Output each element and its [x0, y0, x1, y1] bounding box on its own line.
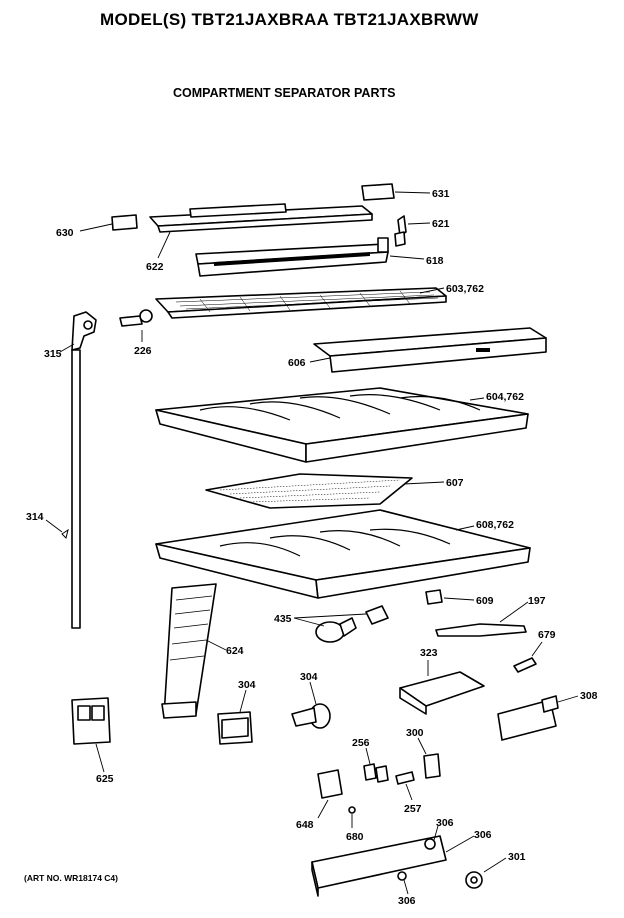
art-number: (ART NO. WR18174 C4): [24, 873, 118, 883]
callout-197: 197: [528, 595, 546, 607]
part-609-switch[interactable]: [425, 589, 475, 605]
part-622-cover[interactable]: [149, 203, 373, 259]
callout-679: 679: [538, 629, 556, 641]
callout-435: 435: [274, 613, 292, 625]
callout-606: 606: [288, 357, 306, 369]
callout-308: 308: [580, 690, 598, 702]
callout-630: 630: [56, 227, 74, 239]
part-680-screw[interactable]: [348, 806, 356, 828]
callout-625: 625: [96, 773, 114, 785]
callout-603: 603,762: [446, 283, 484, 295]
callout-621: 621: [432, 218, 450, 230]
part-314-tube[interactable]: [45, 349, 81, 629]
callout-315: 315: [44, 348, 62, 360]
callout-323: 323: [420, 647, 438, 659]
callout-300: 300: [406, 727, 424, 739]
callout-301: 301: [508, 851, 526, 863]
part-306-mounting-bracket[interactable]: [311, 825, 475, 897]
part-197-heater[interactable]: [435, 601, 529, 637]
callout-304b: 304: [300, 671, 318, 683]
part-301-grommet[interactable]: [465, 857, 507, 889]
part-625-housing[interactable]: [71, 697, 111, 773]
callout-304a: 304: [238, 679, 256, 691]
part-308-bracket[interactable]: [497, 695, 579, 741]
callout-604: 604,762: [486, 391, 524, 403]
part-304-thermostat-left[interactable]: [217, 689, 253, 745]
callout-618: 618: [426, 255, 444, 267]
part-679-screw[interactable]: [513, 641, 543, 673]
section-subtitle: COMPARTMENT SEPARATOR PARTS: [173, 86, 396, 100]
callout-306c: 306: [398, 895, 416, 907]
part-648-switch[interactable]: [317, 769, 343, 819]
callout-314: 314: [26, 511, 44, 523]
part-630-clip[interactable]: [79, 214, 138, 232]
part-624-duct[interactable]: [161, 583, 227, 719]
callout-226: 226: [134, 345, 152, 357]
page-title: MODEL(S) TBT21JAXBRAA TBT21JAXBRWW: [100, 10, 479, 29]
part-606-trim[interactable]: [309, 327, 547, 373]
part-435-lamp[interactable]: [293, 605, 389, 643]
callout-306a: 306: [436, 817, 454, 829]
part-618-damper[interactable]: [195, 237, 425, 277]
part-604-separator[interactable]: [155, 387, 529, 463]
part-603-grille-shelf[interactable]: [155, 287, 447, 319]
part-607-filter[interactable]: [205, 473, 445, 509]
part-631-clip[interactable]: [361, 183, 431, 201]
callout-256: 256: [352, 737, 370, 749]
callout-648: 648: [296, 819, 314, 831]
callout-609: 609: [476, 595, 494, 607]
callout-608: 608,762: [476, 519, 514, 531]
part-315-bracket[interactable]: [59, 311, 97, 353]
part-323-control-housing[interactable]: [399, 660, 485, 715]
callout-680: 680: [346, 831, 364, 843]
callout-607: 607: [446, 477, 464, 489]
callout-257: 257: [404, 803, 422, 815]
callout-306b: 306: [474, 829, 492, 841]
callout-622: 622: [146, 261, 164, 273]
part-226-screw[interactable]: [119, 309, 153, 342]
part-304-knob[interactable]: [291, 681, 331, 729]
part-256-relay[interactable]: [363, 747, 389, 783]
callout-631: 631: [432, 188, 450, 200]
part-300-capacitor[interactable]: [417, 737, 441, 779]
part-257-terminal[interactable]: [395, 771, 415, 801]
part-621-damper-pin[interactable]: [394, 215, 431, 247]
part-608-separator-bottom[interactable]: [155, 509, 531, 599]
callout-624: 624: [226, 645, 244, 657]
